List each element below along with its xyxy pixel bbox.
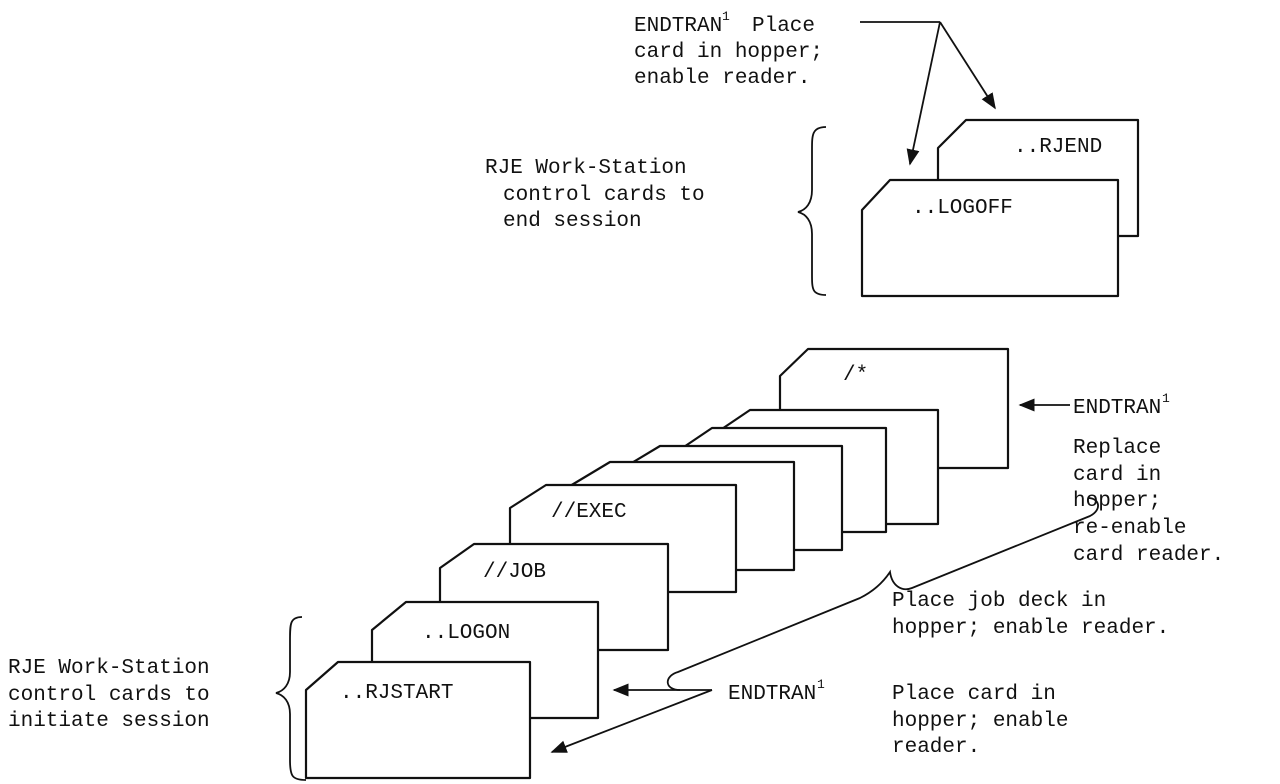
job-deck-note: Place job deck in hopper; enable reader. (892, 590, 1169, 640)
start-endtran-note: ENDTRAN 1 Place card in hopper; enable r… (728, 677, 1068, 759)
top-endtran-superscript: 1 (722, 9, 730, 24)
job-deck-note-line2: hopper; enable reader. (892, 617, 1169, 640)
start-note-line3: reader. (892, 736, 980, 759)
replace-line2: card in (1073, 464, 1161, 487)
end-session-brace (798, 127, 826, 295)
card-logon-label: ..LOGON (422, 622, 510, 645)
initiate-session-label: RJE Work-Station control cards to initia… (8, 657, 210, 733)
initiate-label-line3: initiate session (8, 710, 210, 733)
deck-endtran-superscript: 1 (1162, 391, 1170, 406)
deck-endtran-label: ENDTRAN (1073, 397, 1161, 420)
top-note-line2: card in hopper; (634, 41, 823, 64)
initiate-label-line2: control cards to (8, 684, 210, 707)
start-note-line2: hopper; enable (892, 710, 1068, 733)
deck-endtran-note: ENDTRAN 1 Replace card in hopper; re-ena… (1073, 391, 1224, 567)
arrow-to-rjend (940, 22, 995, 108)
initiate-session-brace (276, 617, 306, 780)
end-session-label-line2: control cards to (503, 184, 705, 207)
initiate-label-line1: RJE Work-Station (8, 657, 210, 680)
end-session-label-line1: RJE Work-Station (485, 157, 687, 180)
top-endtran-note: ENDTRAN 1 Place card in hopper; enable r… (634, 9, 823, 90)
start-note-line1: Place card in (892, 683, 1056, 706)
end-session-label-line3: end session (503, 210, 642, 233)
job-deck-note-line1: Place job deck in (892, 590, 1106, 613)
arrow-to-logoff (910, 22, 940, 164)
replace-line1: Replace (1073, 437, 1161, 460)
card-exec-label: //EXEC (551, 501, 627, 524)
card-logoff: ..LOGOFF (862, 180, 1118, 296)
card-rjend-label: ..RJEND (1014, 136, 1102, 159)
end-session-label: RJE Work-Station control cards to end se… (485, 157, 705, 233)
card-logoff-label: ..LOGOFF (912, 197, 1013, 220)
card-rjstart: ..RJSTART (306, 662, 530, 778)
top-note-place: Place (752, 15, 815, 38)
card-rjstart-label: ..RJSTART (340, 682, 453, 705)
top-endtran-label: ENDTRAN (634, 15, 722, 38)
top-note-line3: enable reader. (634, 67, 810, 90)
replace-line4: re-enable (1073, 517, 1186, 540)
card-end-of-data-label: /* (843, 364, 868, 387)
replace-line5: card reader. (1073, 544, 1224, 567)
card-job-label: //JOB (483, 561, 546, 584)
start-endtran-superscript: 1 (817, 677, 825, 692)
start-endtran-label: ENDTRAN (728, 683, 816, 706)
replace-line3: hopper; (1073, 490, 1161, 513)
